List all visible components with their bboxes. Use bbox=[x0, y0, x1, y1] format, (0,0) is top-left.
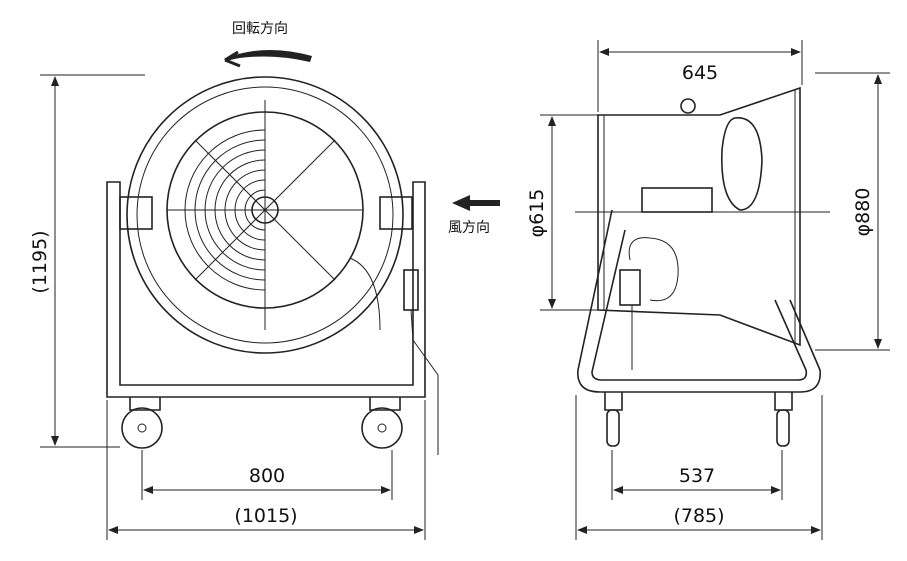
fan-housing bbox=[126, 76, 404, 354]
inlet-diameter-dimension: φ615 bbox=[526, 189, 548, 238]
outlet-diameter-dimension: φ880 bbox=[852, 188, 874, 237]
motor-box bbox=[641, 187, 713, 213]
height-dimension: (1195) bbox=[29, 230, 51, 293]
fan-body bbox=[597, 86, 801, 347]
rotation-direction-label: 回転方向 bbox=[232, 21, 288, 37]
wheelbase-dimension: 800 bbox=[249, 465, 285, 487]
caster-side-right bbox=[774, 392, 793, 447]
caster-left bbox=[121, 397, 163, 449]
side-width-dimension: (785) bbox=[673, 505, 724, 527]
caster-right bbox=[361, 397, 403, 449]
front-view: 回転方向 bbox=[29, 21, 439, 540]
side-view: 風方向 645 φ615 φ880 bbox=[448, 40, 890, 540]
left-pivot bbox=[119, 196, 153, 230]
eye-bolt bbox=[680, 98, 696, 114]
side-wheelbase-dimension: 537 bbox=[679, 465, 715, 487]
airflow-direction-label: 風方向 bbox=[448, 220, 490, 236]
switch-box-side bbox=[619, 269, 641, 306]
width-dimension: (1015) bbox=[234, 505, 297, 527]
switch-box bbox=[403, 269, 419, 311]
caster-side-left bbox=[604, 392, 623, 447]
depth-dimension: 645 bbox=[682, 62, 718, 84]
frame bbox=[106, 181, 426, 398]
fan-guard bbox=[166, 100, 364, 330]
airflow-arrow-icon bbox=[452, 195, 500, 211]
right-pivot bbox=[379, 196, 413, 230]
